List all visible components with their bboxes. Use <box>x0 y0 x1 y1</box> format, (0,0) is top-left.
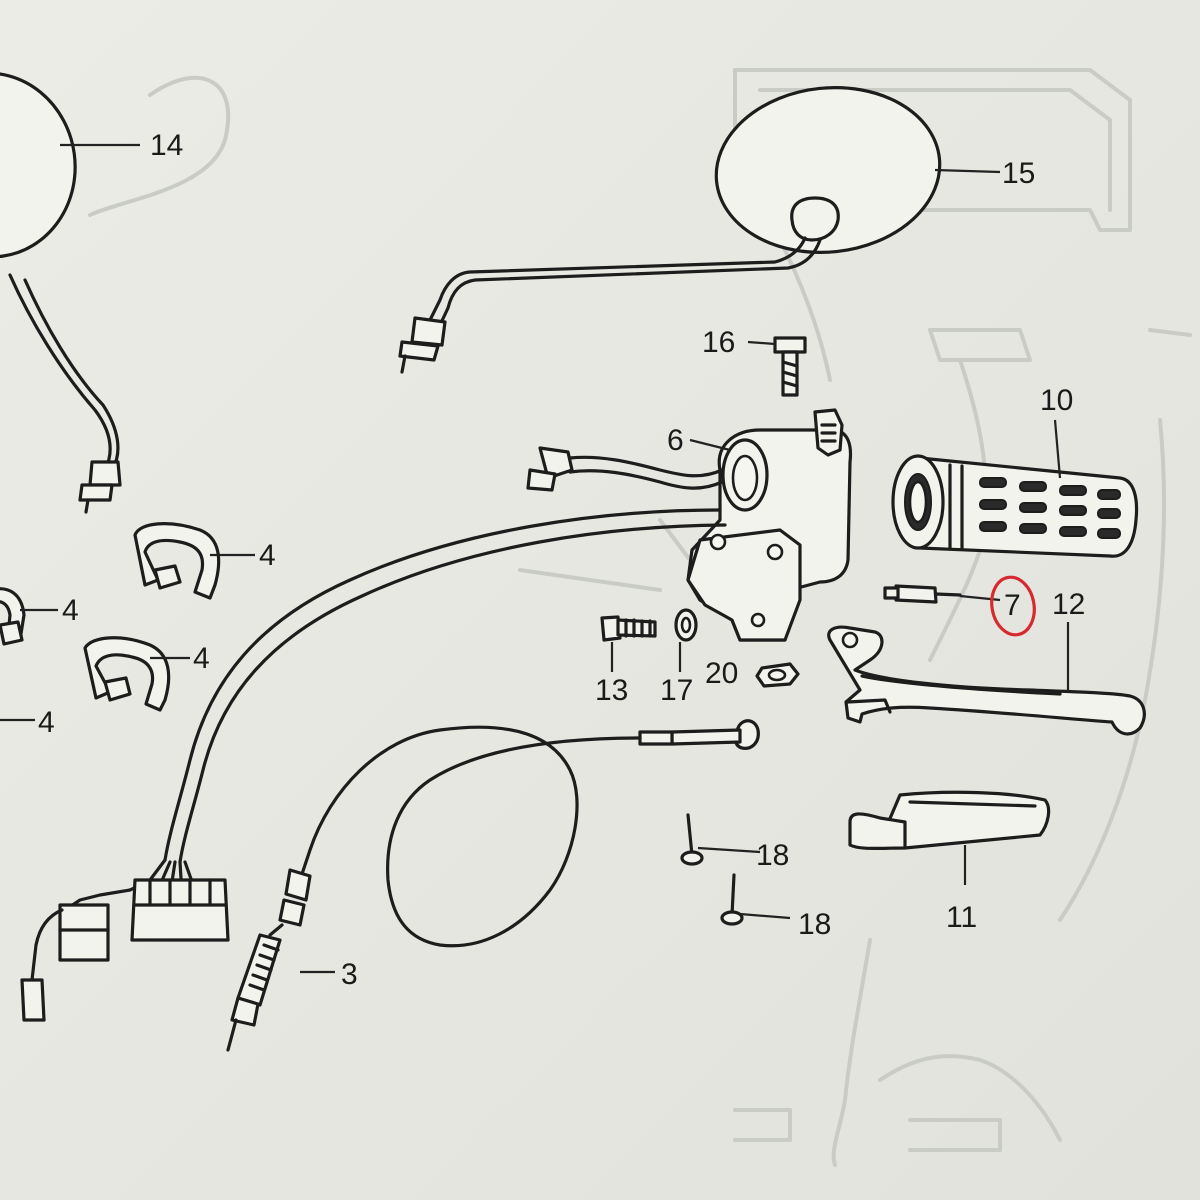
callout-14: 14 <box>150 129 183 162</box>
callout-18-a: 18 <box>756 839 789 872</box>
callout-3: 3 <box>341 958 358 991</box>
bleed-through-drawing <box>88 68 1192 1167</box>
callout-10: 10 <box>1040 384 1073 417</box>
part-6-wiring-harness <box>20 446 727 1022</box>
part-15-right-mirror <box>398 86 942 374</box>
part-7-pin <box>883 584 962 604</box>
part-18-screw-b <box>720 873 744 926</box>
callout-20: 20 <box>705 657 738 690</box>
grip-pattern <box>979 477 1121 539</box>
part-4-clamp-c <box>83 636 171 712</box>
part-13-screw <box>600 615 657 642</box>
part-14-left-mirror <box>0 71 122 514</box>
callout-4-c: 4 <box>193 642 210 675</box>
leader-lines <box>0 143 1070 974</box>
part-6-switch-housing <box>686 408 853 642</box>
part-18-screw-a <box>680 813 704 866</box>
callout-7: 7 <box>1004 589 1021 622</box>
part-17-washer <box>674 608 698 642</box>
callout-16: 16 <box>702 326 735 359</box>
part-4-clamp-a <box>133 522 221 600</box>
callout-18-b: 18 <box>798 908 831 941</box>
callout-15: 15 <box>1002 157 1035 190</box>
part-12-lever <box>827 625 1146 736</box>
part-20-nut <box>755 662 800 688</box>
part-10-grip <box>891 454 1139 558</box>
callout-17: 17 <box>660 674 693 707</box>
callout-6: 6 <box>667 424 684 457</box>
callout-13: 13 <box>595 674 628 707</box>
callout-12: 12 <box>1052 588 1085 621</box>
callout-4-b: 4 <box>62 594 79 627</box>
callout-4-d: 4 <box>38 706 55 739</box>
callout-numbers: 14 15 16 10 6 4 4 4 4 7 12 13 17 20 18 1… <box>38 129 1085 991</box>
part-3-cable <box>226 719 760 1052</box>
part-4-clamp-b <box>0 587 26 646</box>
callout-11: 11 <box>946 901 977 934</box>
part-11-cover <box>848 790 1051 850</box>
highlight-ring-callout-7 <box>990 575 1036 637</box>
callout-4-a: 4 <box>259 539 276 572</box>
part-16-bolt <box>773 336 807 397</box>
